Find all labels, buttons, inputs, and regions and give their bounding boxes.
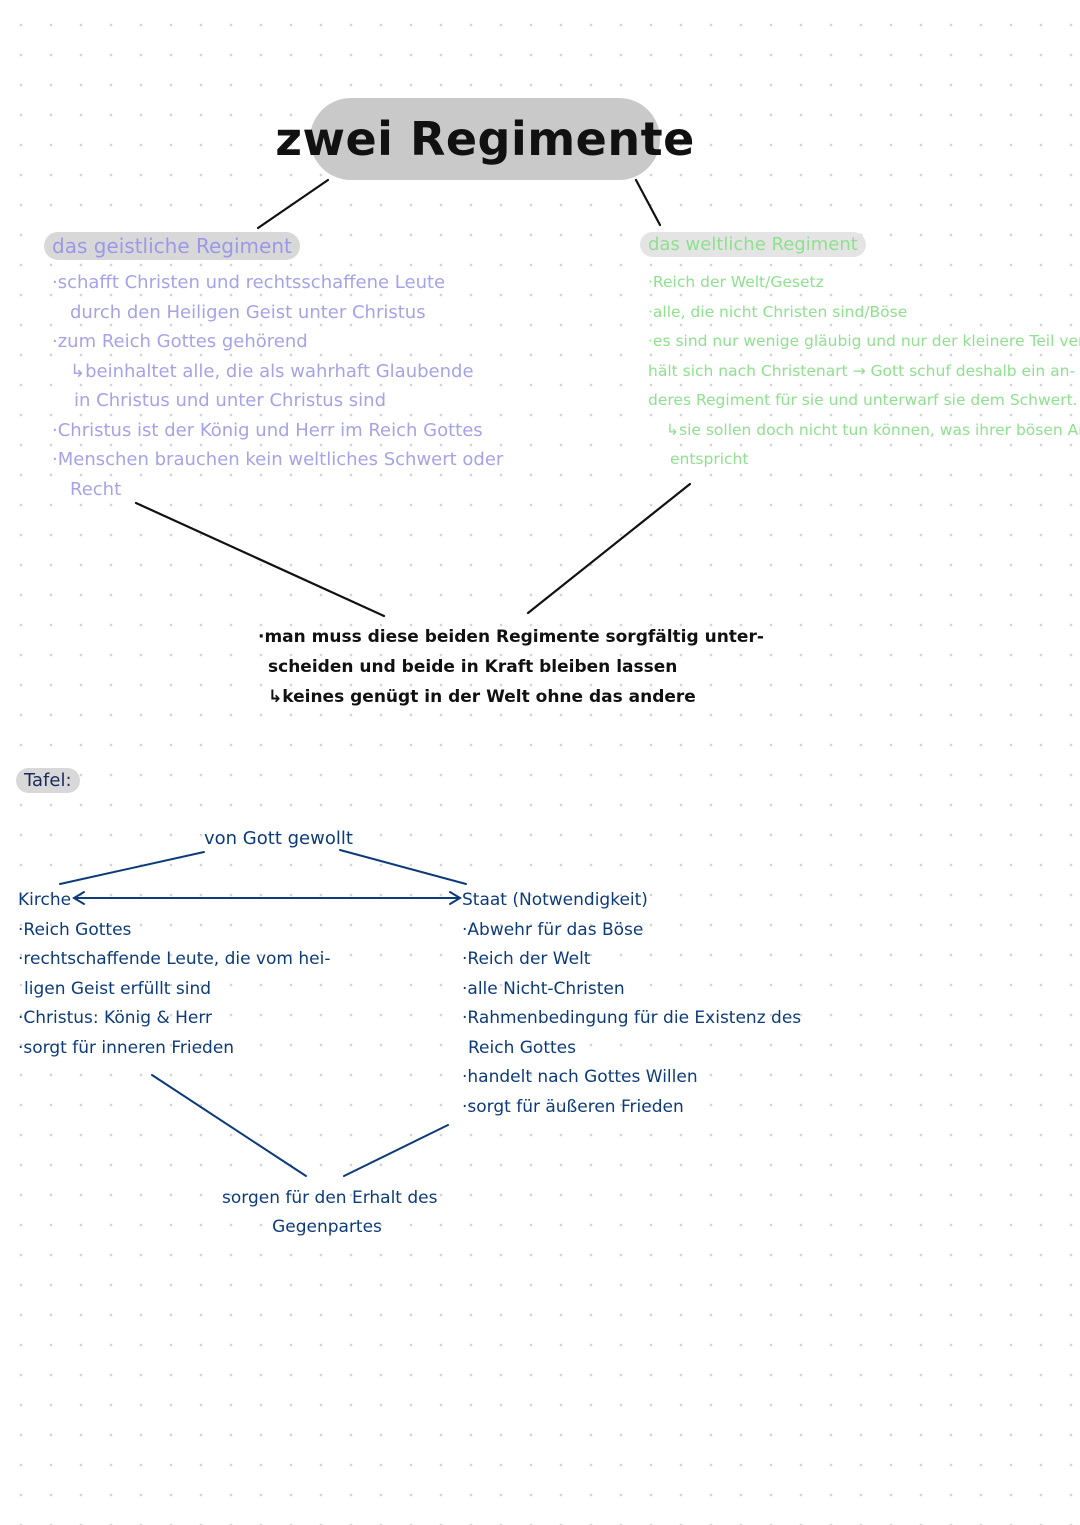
note-line: in Christus und unter Christus sind [74,390,387,411]
note-line: ·Christus: König & Herr [18,1008,213,1028]
note-line: ·alle, die nicht Christen sind/Böse [648,302,908,321]
line-god-to-staat [339,849,467,885]
note-line: ·rechtschaffende Leute, die vom hei- [18,949,331,969]
line-kirche-to-god [59,851,205,885]
both-regiments-note: ·man muss diese beiden Regimente sorgfäl… [258,622,764,712]
note-line: ·handelt nach Gottes Willen [462,1067,698,1087]
note-line: ·Rahmenbedingung für die Existenz des [462,1008,802,1028]
page-title-text: zwei Regimente [275,112,695,166]
note-line: ·schafft Christen und rechtsschaffene Le… [52,272,446,293]
worldly-regiment-heading-text: das weltliche Regiment [640,232,866,257]
note-line: ↳beinhaltet alle, die als wahrhaft Glaub… [70,360,474,382]
conclusion-note: sorgen für den Erhalt des Gegenpartes [222,1184,438,1242]
note-line: ·sorgt für inneren Frieden [18,1037,235,1058]
note-line: ·zum Reich Gottes gehörend [52,331,308,352]
note-line: sorgen für den Erhalt des [222,1188,438,1208]
note-line: ·Reich der Welt/Gesetz [648,273,824,291]
line-kirche-to-conclusion [151,1074,307,1177]
note-line: Recht [70,478,122,500]
spiritual-regiment-notes: ·schafft Christen und rechtsschaffene Le… [52,268,503,504]
spiritual-regiment-heading: das geistliche Regiment [44,232,300,260]
line-worldly-to-middle [526,482,692,615]
tafel-label-text: Tafel: [16,768,80,793]
note-line: ↳keines genügt in der Welt ohne das ande… [268,687,696,707]
note-line: ·Reich Gottes [18,919,132,940]
worldly-regiment-notes: ·Reich der Welt/Gesetz ·alle, die nicht … [648,268,1080,475]
note-line: ·Menschen brauchen kein weltliches Schwe… [52,449,504,470]
worldly-regiment-heading: das weltliche Regiment [640,232,866,257]
note-line: hält sich nach Christenart → Gott schuf … [648,361,1076,380]
note-line: ↳sie sollen doch nicht tun können, was i… [666,420,1080,439]
line-title-to-worldly [634,178,662,227]
note-line: ·Christus ist der König und Herr im Reic… [52,419,483,441]
note-line: ·Reich der Welt [462,949,591,969]
note-line: Reich Gottes [468,1037,576,1058]
note-line: ·man muss diese beiden Regimente sorgfäl… [258,627,764,647]
god-willed-label: von Gott gewollt [204,828,353,849]
note-line: ·sorgt für äußeren Frieden [462,1096,684,1117]
page-title: zwei Regimente [275,98,694,180]
note-line: deres Regiment für sie und unterwarf sie… [648,391,1078,409]
kirche-notes: Kirche ·Reich Gottes ·rechtschaffende Le… [18,886,331,1063]
kirche-title: Kirche [18,890,72,910]
note-line: ligen Geist erfüllt sind [24,978,212,999]
note-line: ·Abwehr für das Böse [462,919,644,940]
note-line: entspricht [670,450,749,468]
note-line: scheiden und beide in Kraft bleiben lass… [268,657,678,677]
line-title-to-spiritual [256,178,330,230]
staat-notes: Staat (Notwendigkeit) ·Abwehr für das Bö… [462,886,801,1122]
arrowhead-right [449,891,462,905]
note-line: ·alle Nicht-Christen [462,978,625,999]
note-line: Gegenpartes [272,1217,382,1237]
staat-title: Staat (Notwendigkeit) [462,890,648,910]
note-line: ·es sind nur wenige gläubig und nur der … [648,332,1080,350]
line-spiritual-to-middle [134,501,386,618]
tafel-label: Tafel: [16,768,80,793]
spiritual-regiment-heading-text: das geistliche Regiment [44,232,300,260]
note-line: durch den Heiligen Geist unter Christus [70,301,426,323]
line-staat-to-conclusion [343,1124,449,1177]
